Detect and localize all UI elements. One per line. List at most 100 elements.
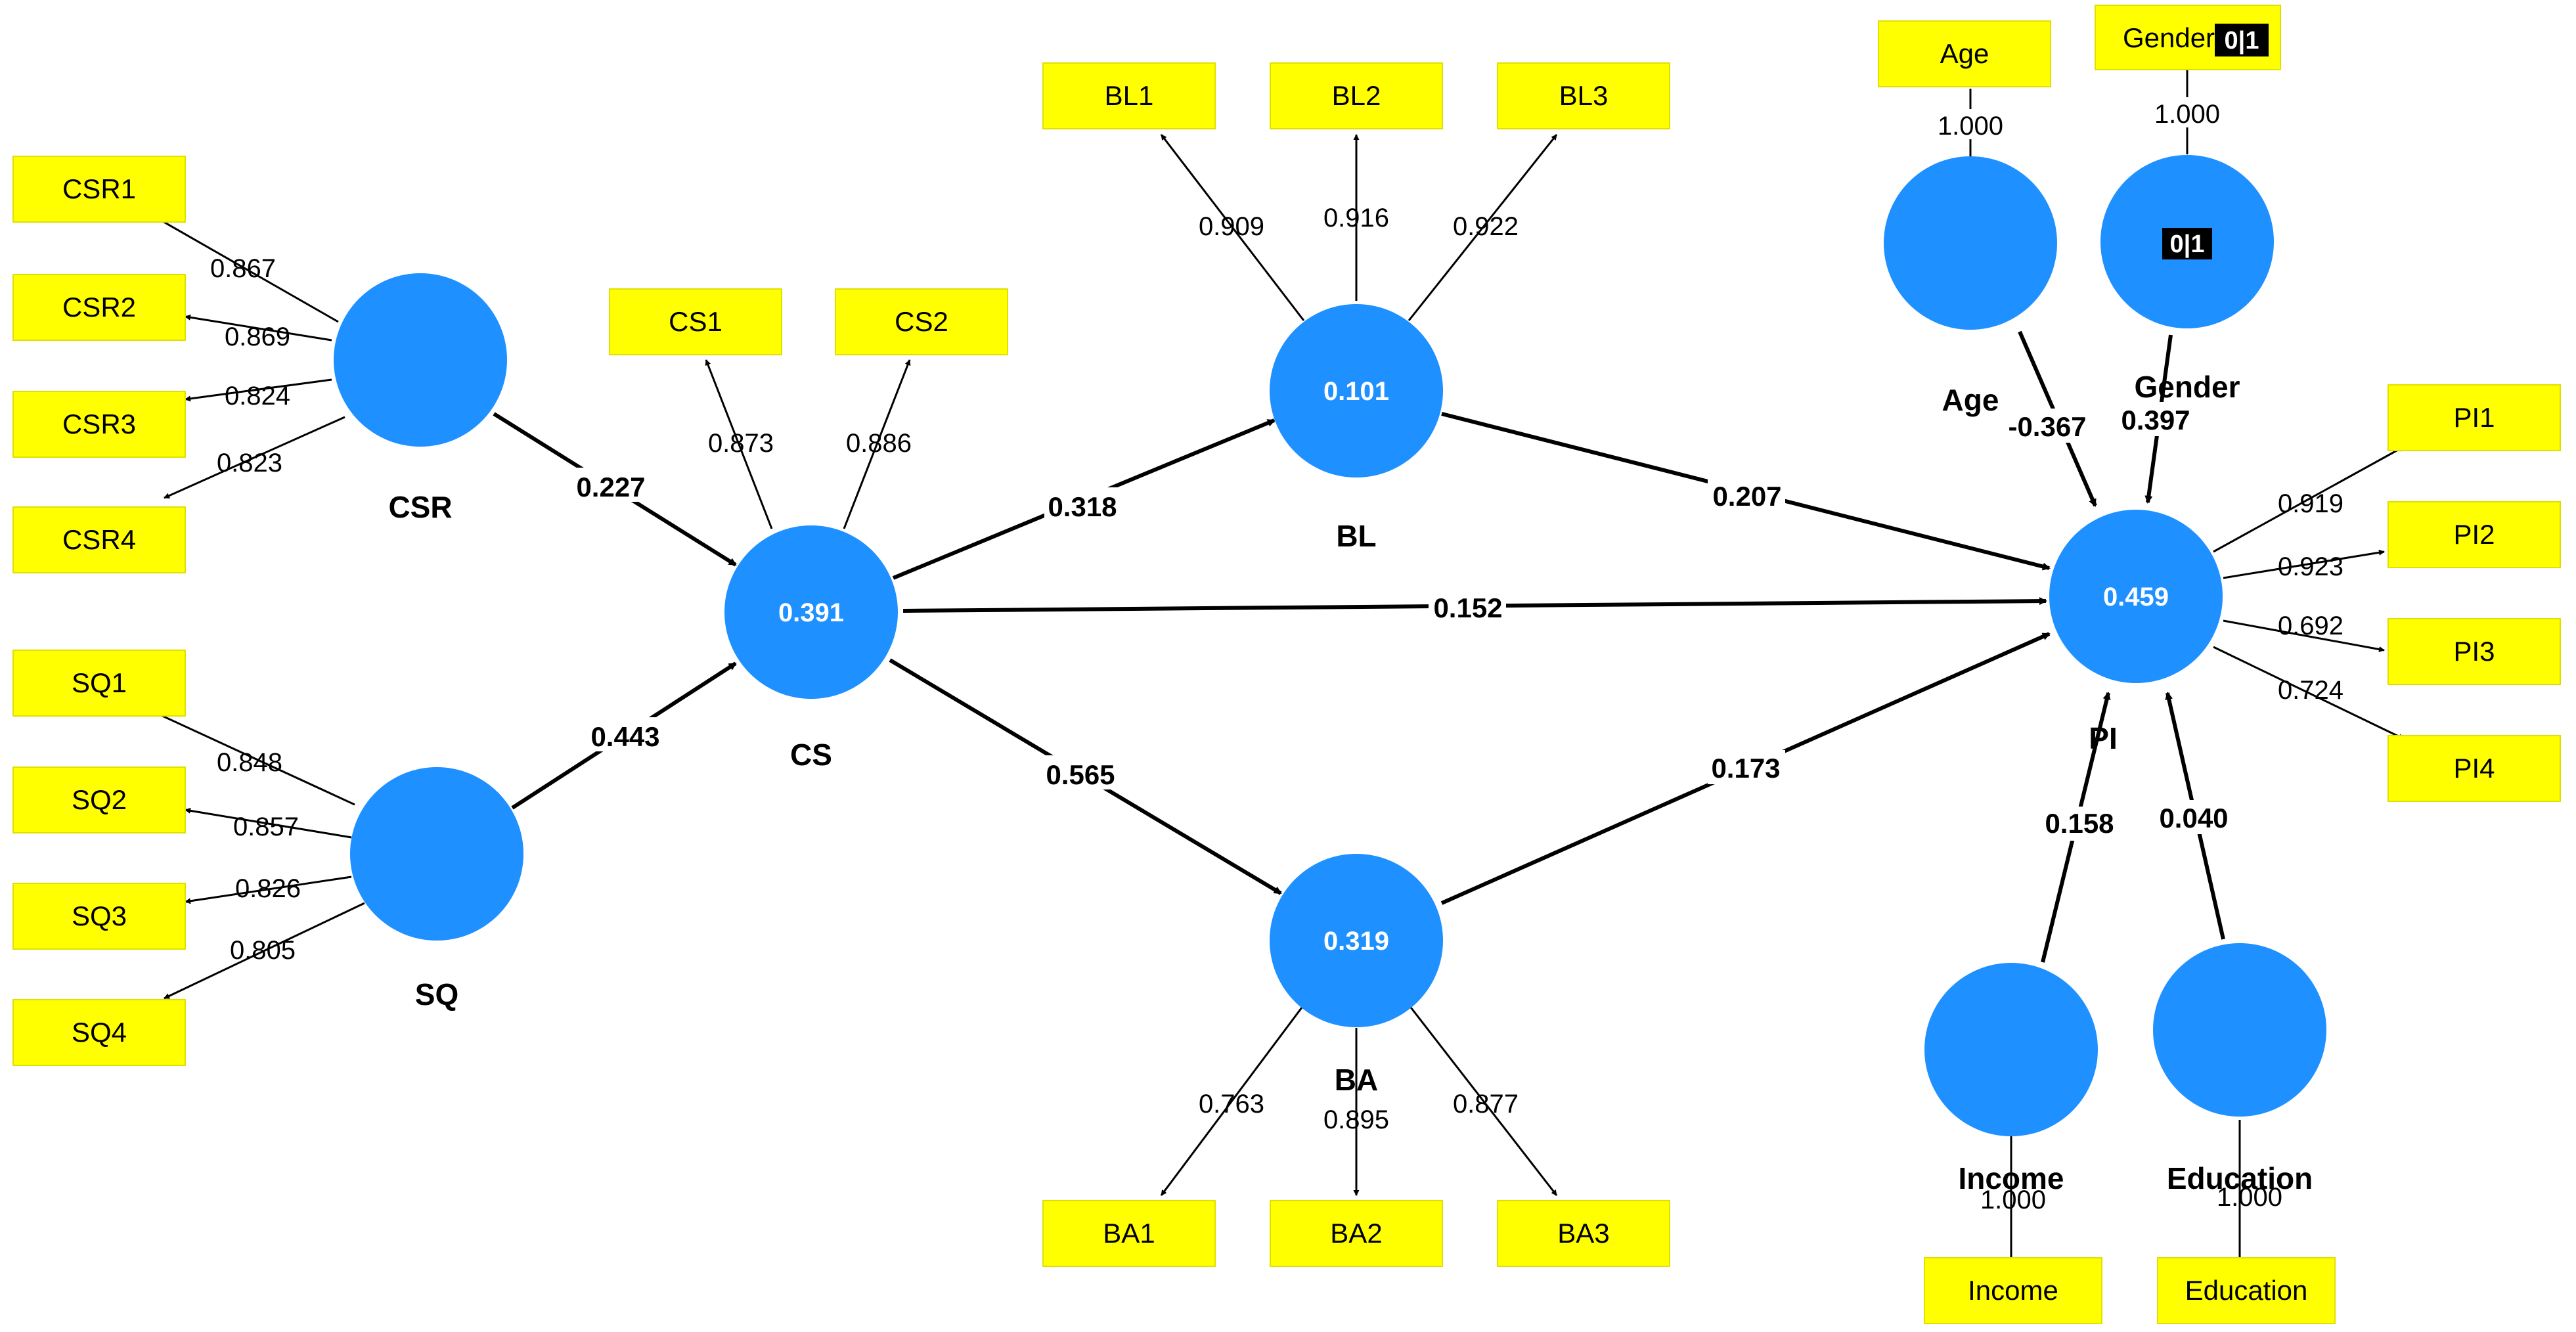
latent-label: Income: [1958, 1161, 2064, 1195]
indicator-label: CS2: [895, 306, 948, 337]
latent-label: Education: [2167, 1161, 2313, 1195]
loading-pi1: 0.919: [2278, 489, 2343, 518]
indicator-label: SQ4: [72, 1017, 127, 1048]
indicator-bl1: BL1: [1042, 62, 1216, 129]
indicator-pi1: PI1: [2387, 384, 2561, 451]
indicator-pi2: PI2: [2387, 501, 2561, 568]
loading-line-pi3: [2223, 619, 2385, 652]
loading-line-cs1: [705, 359, 773, 529]
loading-sq4: 0.805: [230, 936, 296, 965]
loading-pi3: 0.692: [2278, 611, 2343, 640]
latent-sq: SQ: [350, 767, 523, 1011]
latent-pi: 0.459 PI: [2049, 510, 2223, 755]
latent-cs: 0.391 CS: [724, 525, 898, 772]
latent-gender: 0|1 Gender: [2100, 155, 2274, 404]
latent-age: Age: [1884, 156, 2057, 417]
loading-ba3: 0.877: [1453, 1090, 1519, 1119]
path-label-ba-pi: 0.173: [1711, 753, 1780, 784]
indicator-label: CSR3: [62, 409, 136, 439]
loading-line-sq2: [185, 807, 352, 839]
indicator-income: Income: [1924, 1257, 2102, 1324]
loading-line-csr2: [185, 314, 332, 342]
indicator-csr3: CSR3: [12, 391, 186, 458]
indicator-label: PI3: [2453, 636, 2495, 667]
loading-line-pi1: [2213, 445, 2405, 553]
indicator-ba3: BA3: [1497, 1200, 1670, 1267]
loading-cs1: 0.873: [708, 429, 774, 458]
indicator-label: PI4: [2453, 753, 2495, 784]
latent-label: BL: [1336, 519, 1376, 553]
indicator-bl2: BL2: [1270, 62, 1443, 129]
latent-label: CSR: [388, 490, 452, 524]
loading-pi4: 0.724: [2278, 676, 2343, 705]
path-label-cs-ba: 0.565: [1046, 759, 1115, 790]
loading-line-sq4: [164, 902, 365, 1000]
indicator-csr1: CSR1: [12, 156, 186, 223]
indicator-label: BL3: [1559, 80, 1609, 111]
loading-age: 1.000: [1938, 112, 2003, 141]
loading-bl3: 0.922: [1453, 212, 1519, 241]
latent-label: CS: [790, 738, 832, 772]
indicator-label: BL2: [1332, 80, 1381, 111]
gender-badge-bg: [2215, 24, 2269, 56]
indicator-label: BA3: [1557, 1218, 1609, 1249]
indicator-ba1: BA1: [1042, 1200, 1216, 1267]
path-label-csr-cs: 0.227: [576, 472, 645, 502]
indicator-label: BA1: [1103, 1218, 1155, 1249]
latent-value: 0.319: [1323, 927, 1389, 956]
latent-ba: 0.319 BA: [1270, 854, 1443, 1097]
loading-sq1: 0.848: [217, 748, 282, 777]
latent-label: Age: [1942, 383, 1999, 417]
path-labels: 0.227 0.443 0.318 0.152 0.565 0.207 0.17…: [571, 402, 2232, 841]
path-label-age-pi: -0.367: [2008, 411, 2086, 442]
latent-csr: CSR: [334, 273, 507, 524]
indicator-label: CS1: [669, 306, 722, 337]
indicator-label: Gender: [2123, 22, 2215, 53]
indicator-label: Education: [2185, 1275, 2308, 1306]
indicator-csr2: CSR2: [12, 274, 186, 341]
indicator-ba2: BA2: [1270, 1200, 1443, 1267]
indicator-age: Age: [1878, 20, 2051, 87]
indicator-label: BA2: [1330, 1218, 1382, 1249]
indicator-sq4: SQ4: [12, 999, 186, 1066]
indicator-bl3: BL3: [1497, 62, 1670, 129]
loading-line-sq3: [185, 876, 352, 904]
path-label-gender-pi: 0.397: [2121, 405, 2190, 435]
indicator-csr4: CSR4: [12, 506, 186, 573]
loading-csr4: 0.823: [217, 449, 282, 477]
indicator-cs1: CS1: [609, 288, 782, 355]
gender-latent-badge-bg: [2162, 228, 2212, 259]
loading-line-cs2: [843, 359, 911, 529]
loading-line-bl1: [1160, 134, 1305, 321]
indicator-pi4: PI4: [2387, 735, 2561, 802]
path-label-income-pi: 0.158: [2045, 808, 2114, 839]
loading-sq2: 0.857: [233, 812, 299, 841]
indicator-sq2: SQ2: [12, 766, 186, 833]
path-label-cs-pi: 0.152: [1433, 592, 1502, 623]
latent-label: PI: [2089, 721, 2117, 755]
loading-csr2: 0.869: [225, 322, 290, 351]
loading-line-pi4: [2213, 646, 2405, 740]
gender-badge-text: 0|1: [2225, 27, 2259, 55]
latent-label: Gender: [2134, 370, 2240, 404]
loading-bl2: 0.916: [1323, 204, 1389, 233]
indicator-label: SQ2: [72, 784, 127, 815]
loading-labels: 0.867 0.869 0.824 0.823 0.848 0.857 0.82…: [210, 97, 2343, 1214]
indicator-label: PI1: [2453, 402, 2495, 433]
indicator-label: Income: [1968, 1275, 2058, 1306]
loading-education: 1.000: [2217, 1183, 2282, 1212]
indicator-label: BL1: [1105, 80, 1154, 111]
loading-sq3: 0.826: [235, 874, 301, 903]
indicator-label: CSR2: [62, 292, 136, 322]
loading-cs2: 0.886: [846, 429, 912, 458]
loading-line-bl3: [1408, 134, 1558, 321]
loading-pi2: 0.923: [2278, 552, 2343, 581]
loading-line-pi2: [2223, 549, 2385, 579]
indicator-label: CSR1: [62, 173, 136, 204]
latent-value: 0|1: [2170, 231, 2205, 258]
loading-line-ba1: [1160, 1004, 1305, 1196]
latent-label: BA: [1335, 1063, 1378, 1097]
loading-ba2: 0.895: [1323, 1105, 1389, 1134]
loading-lines: [152, 69, 2405, 1261]
loading-gender: 1.000: [2154, 100, 2220, 129]
